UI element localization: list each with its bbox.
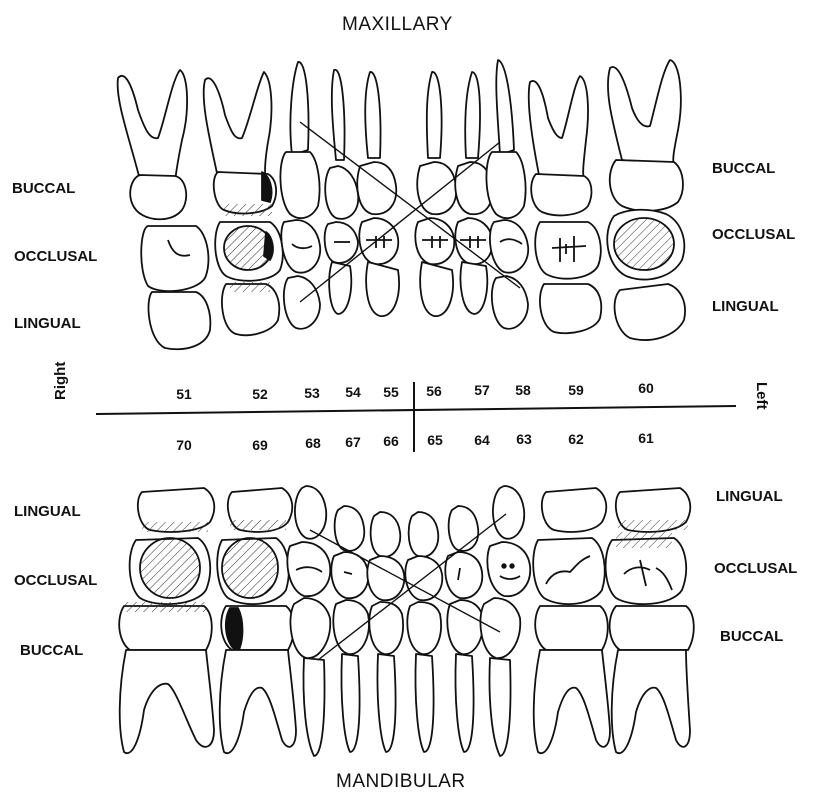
label-occlusal-lower-right: OCCLUSAL (14, 572, 97, 589)
tooth-number-54: 54 (345, 384, 361, 400)
tooth-number-60: 60 (638, 380, 654, 396)
tooth-61 (606, 488, 694, 753)
side-label-left: Left (753, 382, 770, 410)
tooth-63 (480, 486, 530, 756)
tooth-69 (217, 488, 296, 753)
label-occlusal-upper-right: OCCLUSAL (14, 248, 97, 265)
tooth-number-55: 55 (383, 384, 399, 400)
tooth-number-51: 51 (176, 386, 192, 402)
tooth-70 (119, 488, 214, 753)
tooth-51 (118, 70, 211, 349)
tooth-number-61: 61 (638, 430, 654, 446)
maxillary-title: MAXILLARY (342, 14, 453, 36)
tooth-59 (529, 76, 602, 333)
tooth-number-52: 52 (252, 386, 268, 402)
label-lingual-upper-right: LINGUAL (14, 315, 81, 332)
label-lingual-lower-right: LINGUAL (14, 503, 81, 520)
tooth-number-66: 66 (383, 433, 399, 449)
tooth-64 (445, 506, 483, 752)
tooth-55 (357, 72, 399, 316)
tooth-number-67: 67 (345, 434, 361, 450)
label-lingual-lower-left: LINGUAL (716, 488, 783, 505)
tooth-number-56: 56 (426, 383, 442, 399)
tooth-number-53: 53 (304, 385, 320, 401)
mandibular-title: MANDIBULAR (336, 771, 466, 793)
tooth-number-57: 57 (474, 382, 490, 398)
tooth-65 (405, 512, 442, 752)
tooth-number-63: 63 (516, 431, 532, 447)
tooth-number-62: 62 (568, 431, 584, 447)
side-label-right: Right (52, 362, 69, 400)
tooth-66 (367, 512, 404, 752)
tooth-67 (331, 506, 369, 752)
tooth-53 (280, 62, 320, 329)
label-buccal-upper-left: BUCCAL (712, 160, 775, 177)
tooth-number-64: 64 (474, 432, 490, 448)
tooth-number-59: 59 (568, 382, 584, 398)
tooth-number-68: 68 (305, 435, 321, 451)
tooth-62 (533, 488, 610, 753)
tooth-number-70: 70 (176, 437, 192, 453)
label-lingual-upper-left: LINGUAL (712, 298, 779, 315)
label-occlusal-upper-left: OCCLUSAL (712, 226, 795, 243)
label-buccal-upper-right: BUCCAL (12, 180, 75, 197)
mandibular-arch (119, 486, 694, 756)
tooth-number-69: 69 (252, 437, 268, 453)
tooth-58 (486, 60, 528, 329)
tooth-54 (325, 70, 359, 314)
label-buccal-lower-left: BUCCAL (720, 628, 783, 645)
tooth-number-58: 58 (515, 382, 531, 398)
tooth-number-65: 65 (427, 432, 443, 448)
label-buccal-lower-right: BUCCAL (20, 642, 83, 659)
tooth-60 (607, 60, 685, 340)
tooth-52 (204, 72, 283, 335)
maxillary-arch (118, 60, 685, 349)
label-occlusal-lower-left: OCCLUSAL (714, 560, 797, 577)
